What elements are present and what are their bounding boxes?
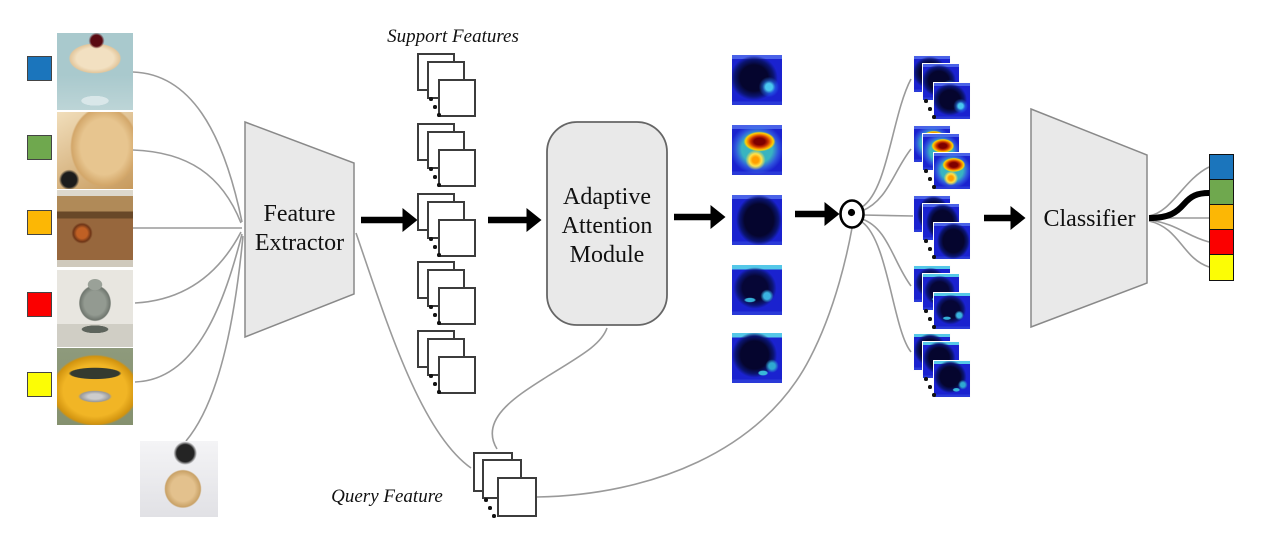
class-swatch-orange xyxy=(27,210,52,235)
attended-feature-stack-1 xyxy=(913,55,981,125)
ellipsis-dot xyxy=(932,115,936,119)
ellipsis-dot xyxy=(488,506,492,510)
ellipsis-dot xyxy=(932,325,936,329)
support-image-golden-retriever-dog xyxy=(57,112,133,189)
ellipsis-dot xyxy=(429,167,433,171)
support-image-wooden-box xyxy=(57,190,133,267)
support-image-glass-vase xyxy=(57,270,133,347)
feature-extractor-label-line: Extractor xyxy=(254,230,345,256)
feature-map-layer xyxy=(933,82,971,120)
output-class-red xyxy=(1209,229,1234,256)
feature-square-layer xyxy=(438,219,476,257)
feature-square-layer xyxy=(438,149,476,187)
ellipsis-dot xyxy=(437,321,441,325)
circled-dot-icon xyxy=(839,199,865,229)
support-image-school-bus xyxy=(57,348,133,425)
ellipsis-dot xyxy=(437,113,441,117)
attention-map-2 xyxy=(732,125,782,175)
support-feature-stack-2 xyxy=(417,123,485,193)
ellipsis-dot xyxy=(924,239,928,243)
feature-map-layer xyxy=(933,152,971,190)
class-swatch-green xyxy=(27,135,52,160)
class-swatch-red xyxy=(27,292,52,317)
ellipsis-dot xyxy=(492,514,496,518)
attention-module-label: Adaptive Attention Module xyxy=(547,183,667,270)
attention-map-4 xyxy=(732,265,782,315)
attended-feature-stack-2 xyxy=(913,125,981,195)
flow-arrows xyxy=(361,202,1026,232)
attention-map-3 xyxy=(732,195,782,245)
ellipsis-dot xyxy=(924,377,928,381)
classifier-node xyxy=(1030,107,1148,329)
feature-extractor-label-line: Feature xyxy=(263,201,336,227)
output-class-green xyxy=(1209,179,1234,206)
support-feature-stack-5 xyxy=(417,330,485,400)
ellipsis-dot xyxy=(433,175,437,179)
feature-map-layer xyxy=(933,360,971,398)
grey-connectors xyxy=(132,71,1210,498)
output-class-orange xyxy=(1209,204,1234,231)
attended-feature-stack-5 xyxy=(913,333,981,403)
ellipsis-dot xyxy=(928,317,932,321)
attended-feature-stack-4 xyxy=(913,265,981,335)
ellipsis-dot xyxy=(932,255,936,259)
ellipsis-dot xyxy=(484,498,488,502)
feature-extractor-node xyxy=(244,120,355,339)
ellipsis-dot xyxy=(437,390,441,394)
ellipsis-dot xyxy=(429,237,433,241)
feature-map-layer xyxy=(933,222,971,260)
ellipsis-dot xyxy=(433,382,437,386)
feature-square-layer xyxy=(438,79,476,117)
class-swatch-yellow xyxy=(27,372,52,397)
ellipsis-dot xyxy=(932,185,936,189)
attention-module-label-line: Attention xyxy=(561,213,653,239)
attention-map-5 xyxy=(732,333,782,383)
query-feature-label: Query Feature xyxy=(331,486,443,507)
prediction-line xyxy=(1148,190,1210,221)
attention-module-label-line: Adaptive xyxy=(563,184,651,210)
ellipsis-dot xyxy=(928,177,932,181)
ellipsis-dot xyxy=(928,247,932,251)
class-swatch-blue xyxy=(27,56,52,81)
ellipsis-dot xyxy=(932,393,936,397)
ellipsis-dot xyxy=(928,385,932,389)
ellipsis-dot xyxy=(924,169,928,173)
ellipsis-dot xyxy=(924,309,928,313)
query-image-dog-in-snow xyxy=(140,441,218,517)
ellipsis-dot xyxy=(437,253,441,257)
feature-extractor-label: Feature Extractor xyxy=(243,200,356,258)
feature-map-layer xyxy=(933,292,971,330)
attention-module-label-line: Module xyxy=(569,242,645,268)
support-features-label: Support Features xyxy=(387,26,519,47)
output-class-yellow xyxy=(1209,254,1234,281)
output-class-blue xyxy=(1209,154,1234,181)
feature-square-layer xyxy=(497,477,537,517)
attention-map-1 xyxy=(732,55,782,105)
support-feature-stack-3 xyxy=(417,193,485,263)
ellipsis-dot xyxy=(437,183,441,187)
support-feature-stack-1 xyxy=(417,53,485,123)
attended-feature-stack-3 xyxy=(913,195,981,265)
ellipsis-dot xyxy=(928,107,932,111)
attention-module-node xyxy=(546,121,668,326)
ellipsis-dot xyxy=(433,313,437,317)
query-feature-stack xyxy=(473,452,541,522)
ellipsis-dot xyxy=(433,245,437,249)
ellipsis-dot xyxy=(429,97,433,101)
ellipsis-dot xyxy=(429,374,433,378)
classifier-label: Classifier xyxy=(1043,206,1136,232)
ellipsis-dot xyxy=(433,105,437,109)
support-feature-stack-4 xyxy=(417,261,485,331)
feature-square-layer xyxy=(438,287,476,325)
ellipsis-dot xyxy=(429,305,433,309)
feature-square-layer xyxy=(438,356,476,394)
ellipsis-dot xyxy=(924,99,928,103)
support-image-trifle-dessert xyxy=(57,33,133,110)
